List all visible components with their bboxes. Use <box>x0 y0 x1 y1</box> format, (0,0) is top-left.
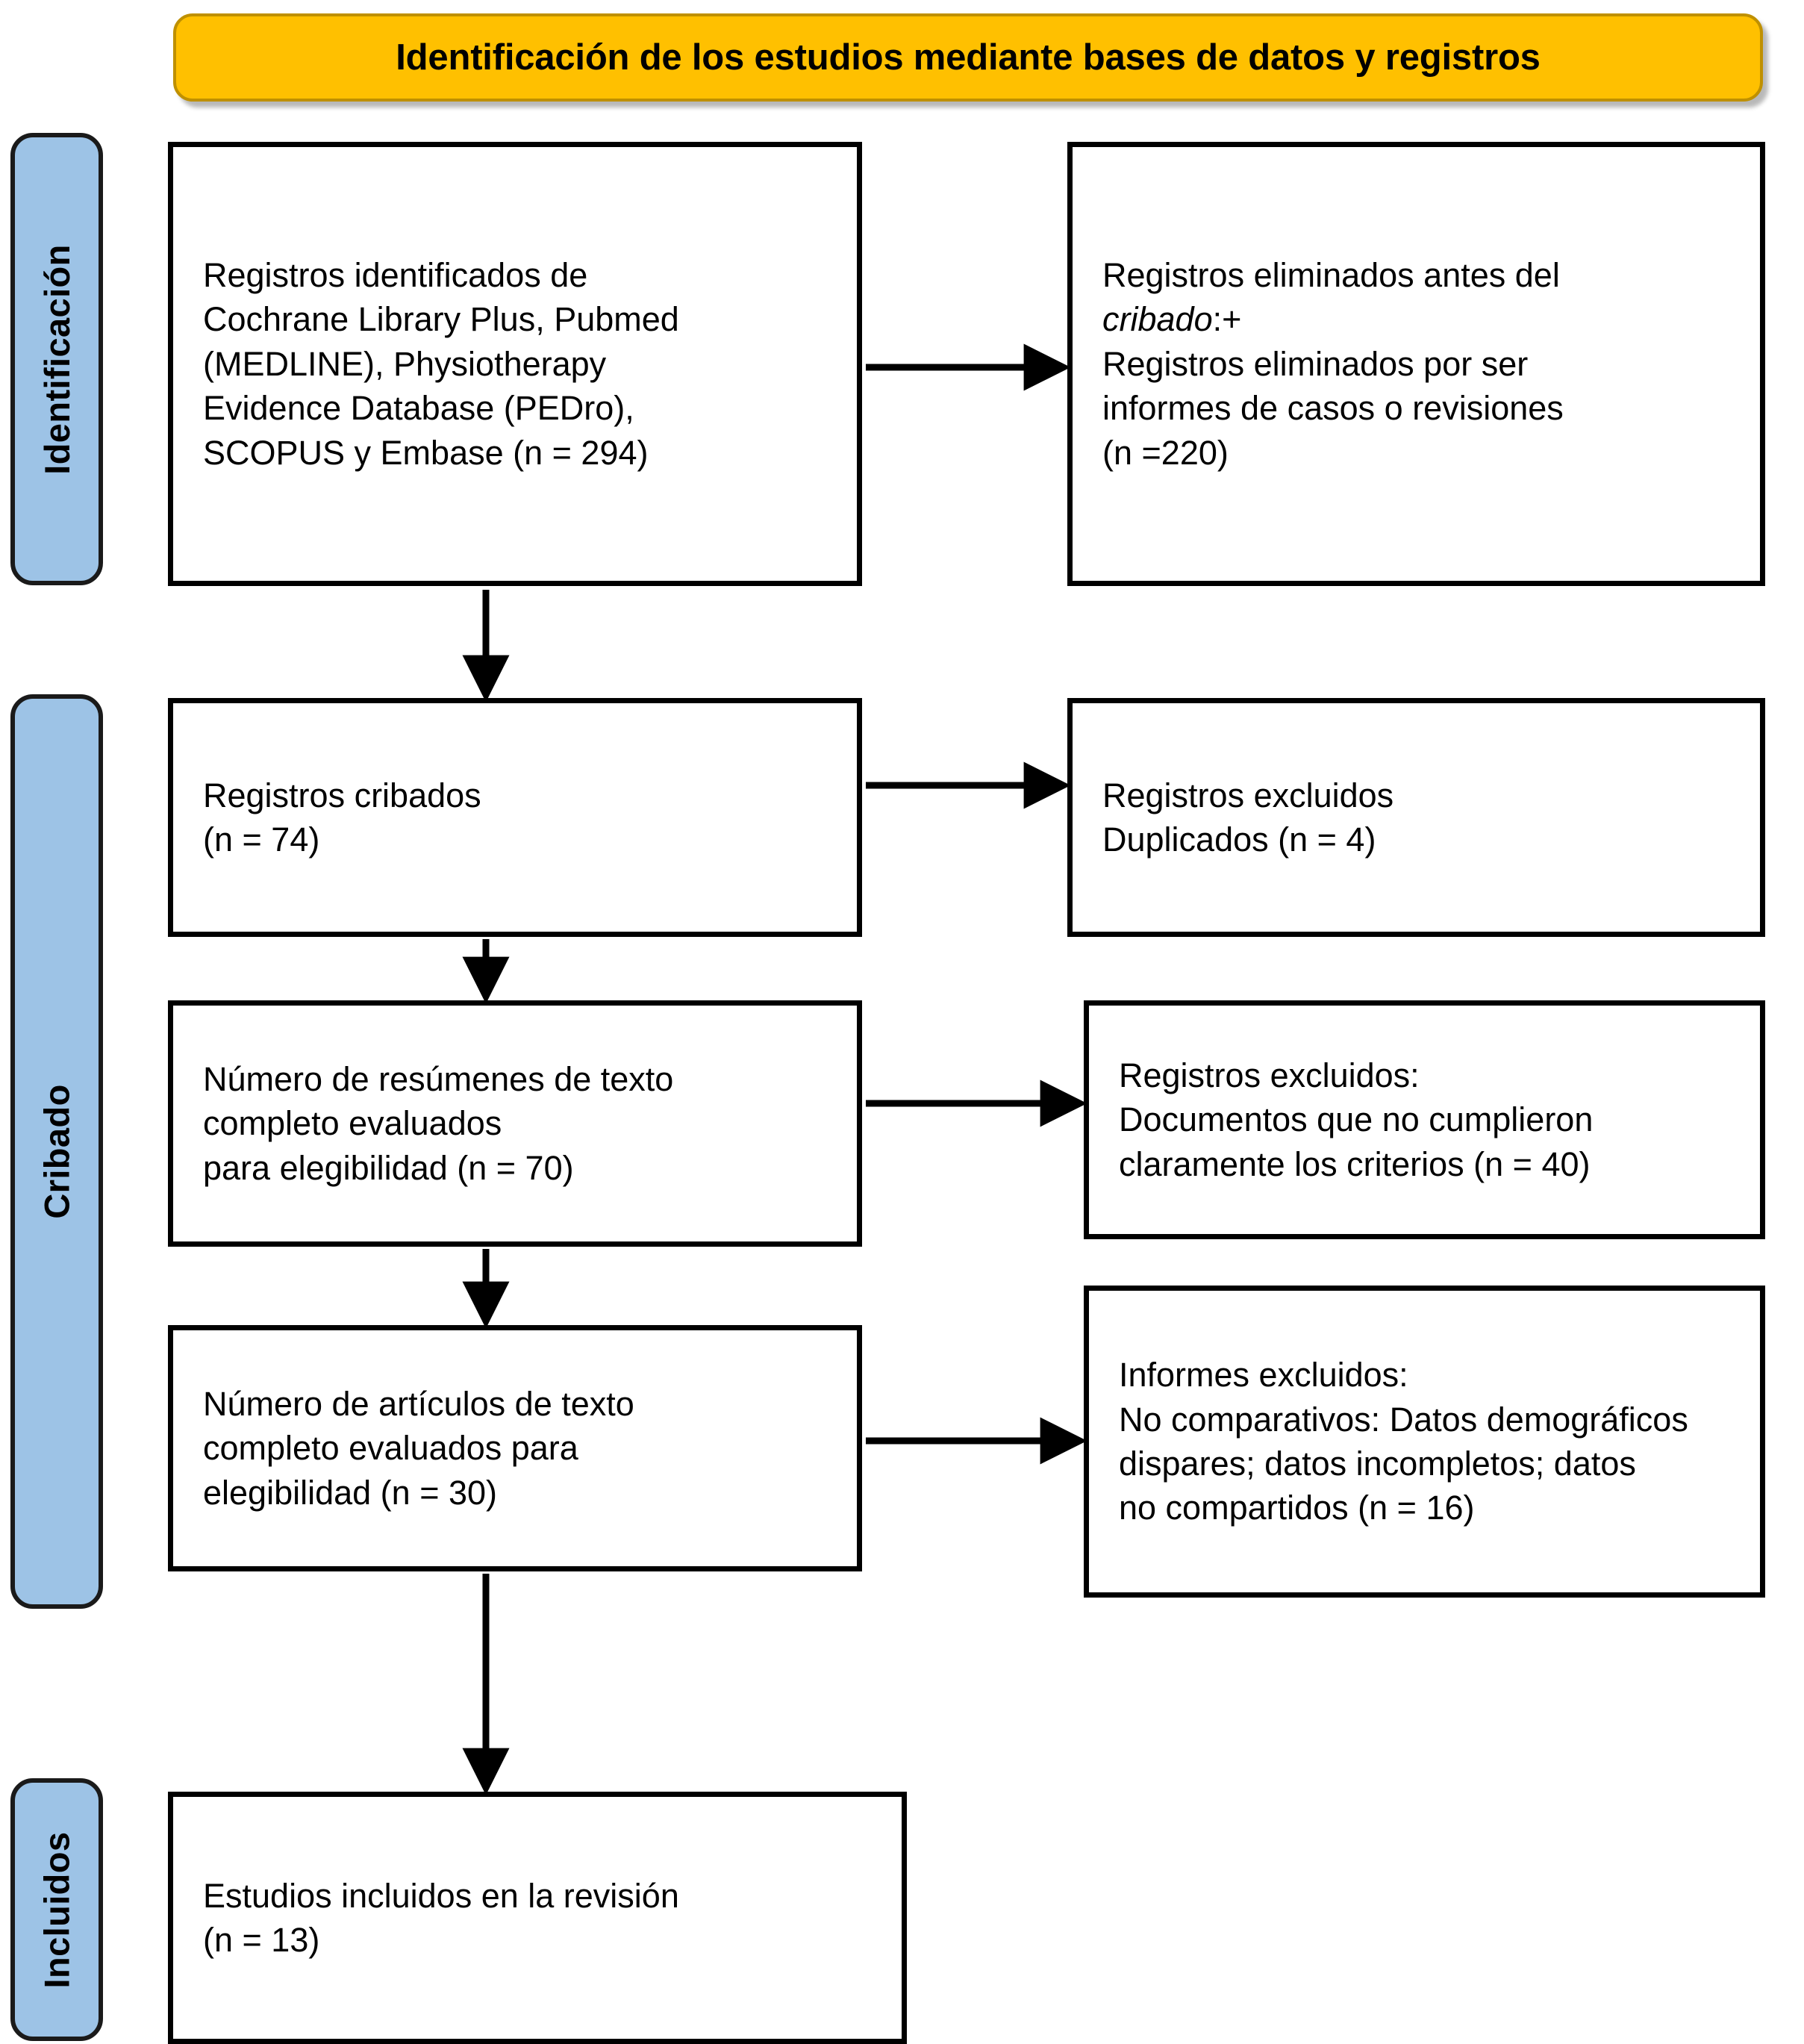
flow-box-text: Estudios incluidos en la revisión (n = 1… <box>203 1876 679 1959</box>
flow-box-records-identified: Registros identificados de Cochrane Libr… <box>168 142 862 586</box>
flow-box-text: Número de resúmenes de texto completo ev… <box>203 1059 674 1187</box>
page-title: Identificación de los estudios mediante … <box>396 37 1541 78</box>
flow-box-text: Registros identificados de Cochrane Libr… <box>203 256 679 472</box>
removed-line-5: (n =220) <box>1102 433 1229 472</box>
stage-label-text: Identificación <box>37 243 77 475</box>
flow-box-records-excluded-duplicates: Registros excluidos Duplicados (n = 4) <box>1067 698 1765 937</box>
flow-box-reports-excluded: Informes excluidos: No comparativos: Dat… <box>1084 1286 1765 1598</box>
flow-box-text: Número de artículos de texto completo ev… <box>203 1384 634 1512</box>
stage-label-identificacion: Identificación <box>10 133 103 585</box>
removed-line-4: informes de casos o revisiones <box>1102 389 1564 428</box>
flow-box-records-removed-before-screening: Registros eliminados antes del cribado:+ R… <box>1067 142 1765 586</box>
diagram-header-banner: Identificación de los estudios mediante … <box>173 13 1763 102</box>
flow-box-text: Registros eliminados antes del cribado:+ R… <box>1073 253 1564 475</box>
flow-box-records-excluded-criteria: Registros excluidos: Documentos que no c… <box>1084 1000 1765 1239</box>
flow-box-text: Informes excluidos: No comparativos: Dat… <box>1119 1356 1688 1527</box>
removed-line-1: Registros eliminados antes del <box>1102 256 1560 295</box>
stage-label-cribado: Cribado <box>10 694 103 1609</box>
flow-box-abstracts-assessed: Número de resúmenes de texto completo ev… <box>168 1000 862 1247</box>
flow-box-text: Registros excluidos Duplicados (n = 4) <box>1102 776 1394 859</box>
stage-label-text: Incluidos <box>37 1831 77 1988</box>
stage-label-incluidos: Incluidos <box>10 1778 103 2041</box>
removed-after-italic: :+ <box>1212 300 1242 339</box>
flow-box-studies-included: Estudios incluidos en la revisión (n = 1… <box>168 1792 907 2044</box>
flow-box-records-screened: Registros cribados (n = 74) <box>168 698 862 937</box>
flow-box-text: Registros excluidos: Documentos que no c… <box>1119 1056 1594 1183</box>
flow-box-text: Registros cribados (n = 74) <box>203 776 481 859</box>
removed-line-3: Registros eliminados por ser <box>1102 344 1529 383</box>
flow-box-fulltext-assessed: Número de artículos de texto completo ev… <box>168 1325 862 1571</box>
stage-label-text: Cribado <box>37 1084 77 1219</box>
removed-italic-cribado: cribado <box>1102 300 1213 339</box>
